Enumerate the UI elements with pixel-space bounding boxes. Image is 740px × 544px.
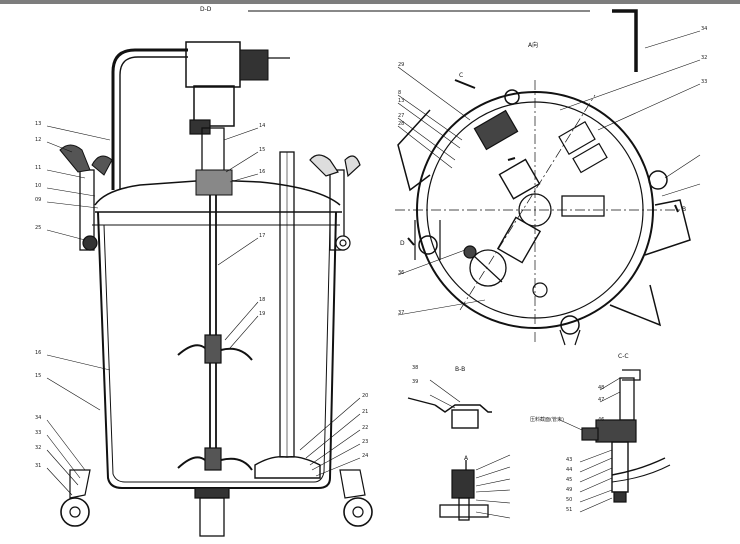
callout-27: 27 [398, 113, 405, 119]
section-label-cc: C-C [618, 353, 629, 360]
callout-50: 50 [566, 497, 573, 503]
callout-20: 20 [362, 393, 369, 399]
callout-17: 17 [259, 233, 266, 239]
callout-45: 45 [566, 477, 573, 483]
callout-32-top: 32 [701, 55, 708, 61]
callout-47: 47 [598, 397, 605, 403]
callout-10-left: 10 [35, 183, 42, 189]
callout-14: 14 [259, 123, 266, 129]
callout-51: 51 [566, 507, 573, 513]
section-label-dd: D-D [200, 6, 212, 13]
section-label-bb: B-B [455, 366, 466, 373]
callout-23: 23 [362, 439, 369, 445]
callout-36: 36 [398, 270, 405, 276]
callout-33-left: 33 [35, 430, 42, 436]
callout-13-left: 13 [35, 121, 42, 127]
marker-b: B [682, 206, 687, 213]
callout-24: 24 [362, 453, 369, 459]
callout-49: 49 [566, 487, 573, 493]
callout-25-left: 25 [35, 225, 42, 231]
callout-16: 16 [259, 169, 266, 175]
callout-48: 48 [598, 385, 605, 391]
gauge-note: 压料截面(管束) [530, 417, 564, 423]
callout-15: 15 [259, 147, 266, 153]
callout-22: 22 [362, 425, 369, 431]
callout-09-left: 09 [35, 197, 42, 203]
callout-16-left: 16 [35, 350, 42, 356]
callout-8: 8 [398, 90, 402, 96]
callout-19: 19 [259, 311, 266, 317]
marker-d: D [400, 240, 405, 247]
callout-34-left: 34 [35, 415, 42, 421]
callout-29: 29 [398, 62, 405, 68]
callout-37: 37 [398, 310, 405, 316]
callout-39: 39 [412, 379, 419, 385]
callout-34-top: 34 [701, 26, 708, 32]
callout-44: 44 [566, 467, 573, 473]
callout-13-top: 13 [398, 98, 405, 104]
section-label-a: A [464, 455, 469, 462]
callout-46: 46 [598, 417, 605, 423]
callout-43: 43 [566, 457, 573, 463]
callout-11-left: 11 [35, 165, 42, 171]
top-scroll-strip [0, 0, 740, 4]
marker-c: C [459, 72, 464, 79]
callout-12-left: 12 [35, 137, 42, 143]
callout-28: 28 [398, 121, 405, 127]
callout-33-top: 33 [701, 79, 708, 85]
callout-32-left: 32 [35, 445, 42, 451]
callout-21: 21 [362, 409, 369, 415]
view-label-a: A向 [528, 42, 539, 49]
callout-18: 18 [259, 297, 266, 303]
callout-31-left: 31 [35, 463, 42, 469]
callout-38: 38 [412, 365, 419, 371]
callout-15-left: 15 [35, 373, 42, 379]
